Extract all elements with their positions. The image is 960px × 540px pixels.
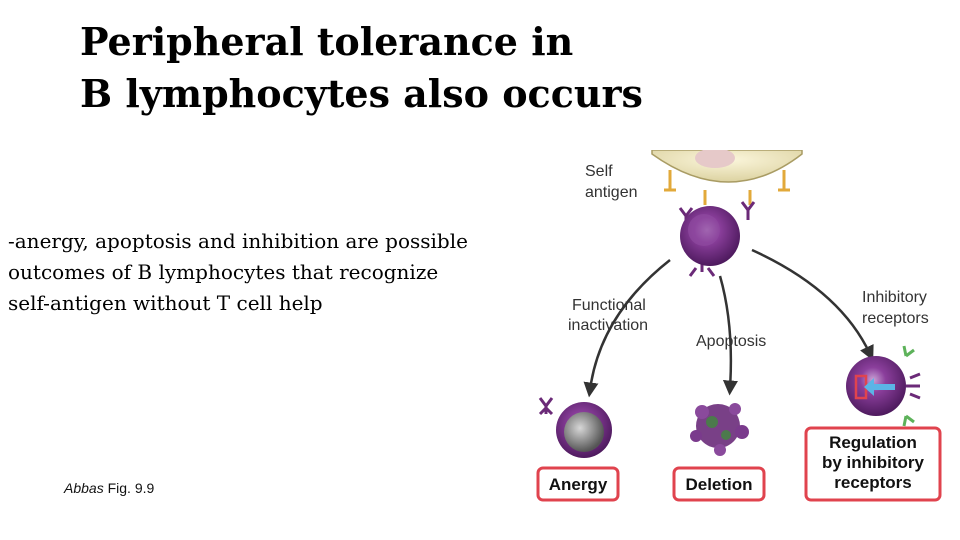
arrow-to-regulation (751, 248, 874, 361)
figure-caption: Abbas Fig. 9.9 (64, 480, 154, 496)
inhibitory-receptors-label-2: receptors (862, 310, 929, 327)
functional-inactivation-label-1: Functional (572, 297, 646, 314)
slide-body-text: -anergy, apoptosis and inhibition are po… (8, 226, 568, 319)
arrow-to-anergy (583, 259, 671, 398)
self-antigen-label-1: Self (585, 163, 613, 180)
b-cell (678, 201, 756, 277)
anergic-b-cell (538, 397, 612, 458)
caption-figure: Fig. 9.9 (107, 480, 155, 496)
inhibitory-receptors-label-1: Inhibitory (862, 289, 927, 306)
inhibited-b-cell (846, 345, 921, 427)
regulation-label-3: receptors (834, 473, 911, 492)
regulation-box (804, 426, 942, 502)
anergy-box (536, 466, 620, 502)
b-cell-tolerance-diagram: Self antigen Functional inactivation Apo… (536, 150, 942, 502)
deletion-box (672, 466, 766, 502)
regulation-label-2: by inhibitory (822, 453, 925, 472)
apoptotic-cell-fragments (690, 403, 749, 456)
self-antigen-cell (651, 150, 803, 205)
slide-title: Peripheral tolerance in B lymphocytes al… (80, 16, 700, 120)
arrow-to-deletion (718, 275, 738, 396)
body-line-3: self-antigen without T cell help (8, 291, 323, 315)
title-line-1: Peripheral tolerance in (80, 19, 574, 64)
anergy-label: Anergy (549, 475, 608, 494)
deletion-label: Deletion (685, 475, 752, 494)
apoptosis-label: Apoptosis (696, 333, 766, 350)
title-line-2: B lymphocytes also occurs (80, 71, 643, 116)
self-antigen-label-2: antigen (585, 184, 638, 201)
body-line-2: outcomes of B lymphocytes that recognize (8, 260, 439, 284)
caption-author: Abbas (64, 480, 104, 496)
functional-inactivation-label-2: inactivation (568, 317, 648, 334)
body-line-1: -anergy, apoptosis and inhibition are po… (8, 229, 468, 253)
regulation-label-1: Regulation (829, 433, 917, 452)
